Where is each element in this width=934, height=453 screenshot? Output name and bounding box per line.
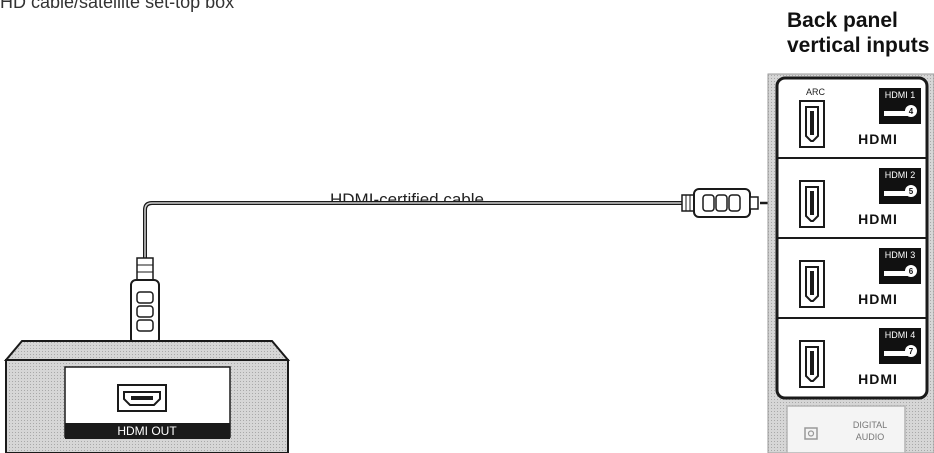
digital-audio-label-line-2: AUDIO [856,432,885,442]
hdmi-logo: HDMI [858,291,898,307]
digital-audio-label-line-1: DIGITAL [853,420,887,430]
box-port-label: HDMI OUT [117,424,177,438]
hdmi-plug-horizontal [681,188,759,218]
hdmi-logo: HDMI [858,131,898,147]
hdmi-port-number: 7 [909,347,914,356]
panel-title-line-2: vertical inputs [787,34,930,57]
panel-title: Back panel vertical inputs [787,8,929,58]
hdmi-port-number: 5 [909,187,914,196]
hdmi-port-badge-label: HDMI 4 [885,330,916,340]
hdmi-port-badge-label: HDMI 1 [885,90,916,100]
back-panel: DIGITAL AUDIO [767,73,934,453]
digital-audio-icon [804,427,818,440]
hdmi-logo: HDMI [858,211,898,227]
hdmi-cable [143,201,690,262]
hdmi-port-number: 4 [909,107,914,116]
arc-label: ARC [806,87,826,97]
hdmi-logo: HDMI [858,371,898,387]
hdmi-port-badge-label: HDMI 2 [885,170,916,180]
hdmi-port-badge-label: HDMI 3 [885,250,916,260]
set-top-box: HDMI OUT [3,340,291,453]
panel-title-line-1: Back panel [787,9,898,32]
hdmi-plug-vertical [130,257,160,353]
hdmi-port-number: 6 [909,267,914,276]
box-hdmi-port [117,384,167,412]
device-caption: HD cable/satellite set-top box [0,0,235,12]
